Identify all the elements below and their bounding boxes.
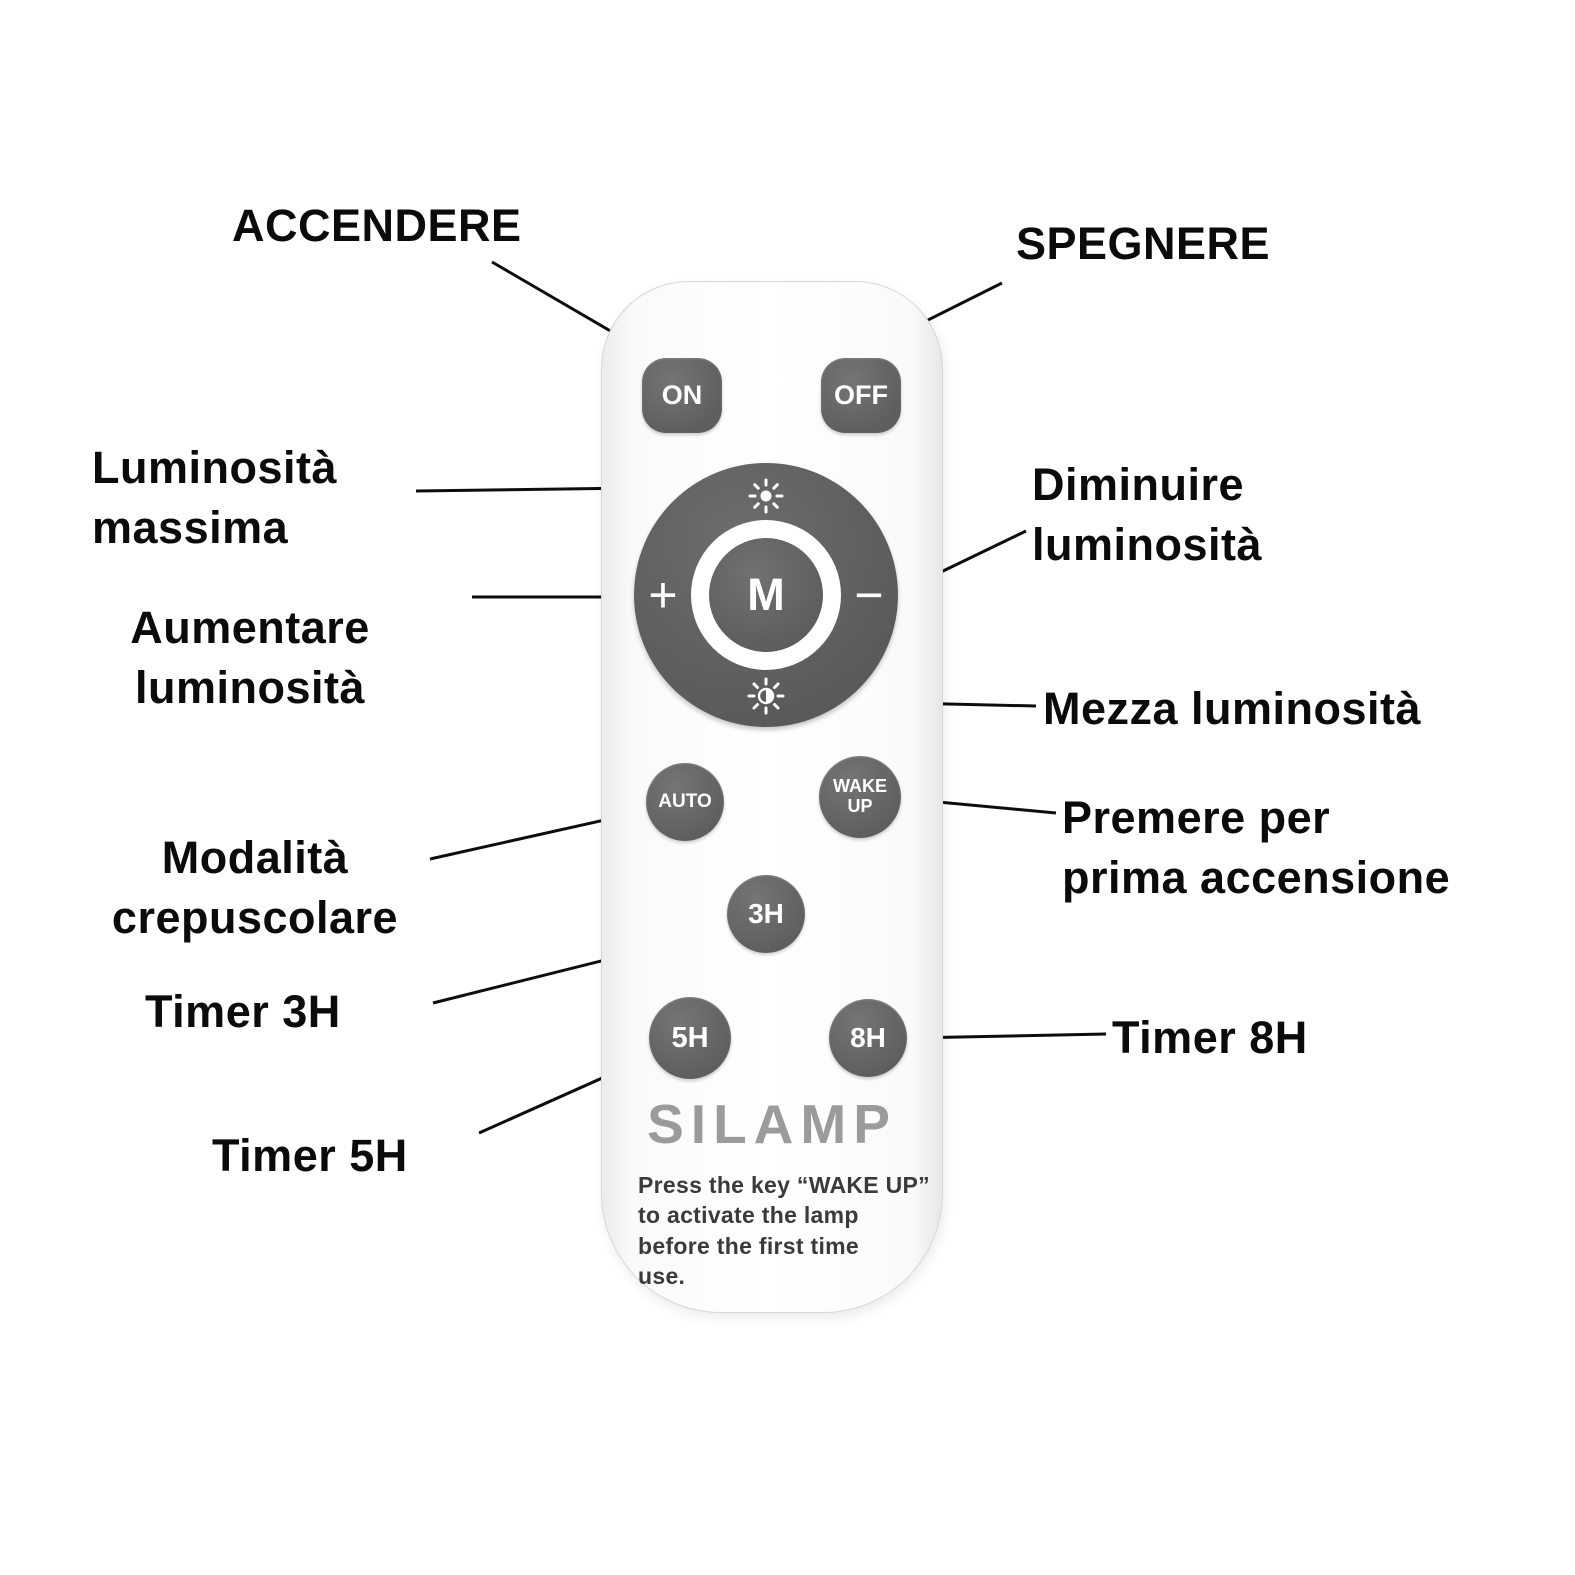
half-brightness-sun-icon[interactable] [745, 675, 787, 717]
label-mezza-luminosita: Mezza luminosità [1043, 683, 1422, 734]
auto-mode-button[interactable]: AUTO [646, 763, 724, 841]
label-luminosita-massima: Luminosità massima [92, 442, 338, 553]
wake-up-button[interactable]: WAKE UP [819, 756, 901, 838]
label-timer-8h: Timer 8H [1112, 1012, 1308, 1063]
label-spegnere: SPEGNERE [1016, 218, 1271, 269]
mode-button[interactable]: M [709, 538, 823, 652]
timer-8h-button[interactable]: 8H [829, 999, 907, 1077]
usage-instructions-text: Press the key “WAKE UP” to activate the … [638, 1172, 930, 1290]
on-button[interactable]: ON [642, 358, 722, 433]
label-premere-prima-accensione: Premere per prima accensione [1062, 792, 1451, 903]
label-aumentare-luminosita: Aumentare luminosità [130, 602, 370, 713]
label-accendere: ACCENDERE [232, 200, 522, 251]
decrease-brightness-button[interactable]: − [854, 567, 884, 623]
off-button[interactable]: OFF [821, 358, 901, 433]
label-modalita-crepuscolare: Modalità crepuscolare [111, 832, 399, 943]
label-timer-3h: Timer 3H [145, 986, 341, 1037]
increase-brightness-button[interactable]: + [648, 567, 678, 623]
brand-logo-text: SILAMP [647, 1093, 897, 1155]
label-timer-5h: Timer 5H [212, 1130, 408, 1181]
timer-5h-button[interactable]: 5H [649, 997, 731, 1079]
label-diminuire-luminosita: Diminuire luminosità [1032, 459, 1263, 570]
max-brightness-sun-icon[interactable] [745, 475, 787, 517]
timer-3h-button[interactable]: 3H [727, 875, 805, 953]
remote-control-body: ON OFF + [601, 281, 943, 1313]
brightness-control-pad: + M − [634, 463, 898, 727]
